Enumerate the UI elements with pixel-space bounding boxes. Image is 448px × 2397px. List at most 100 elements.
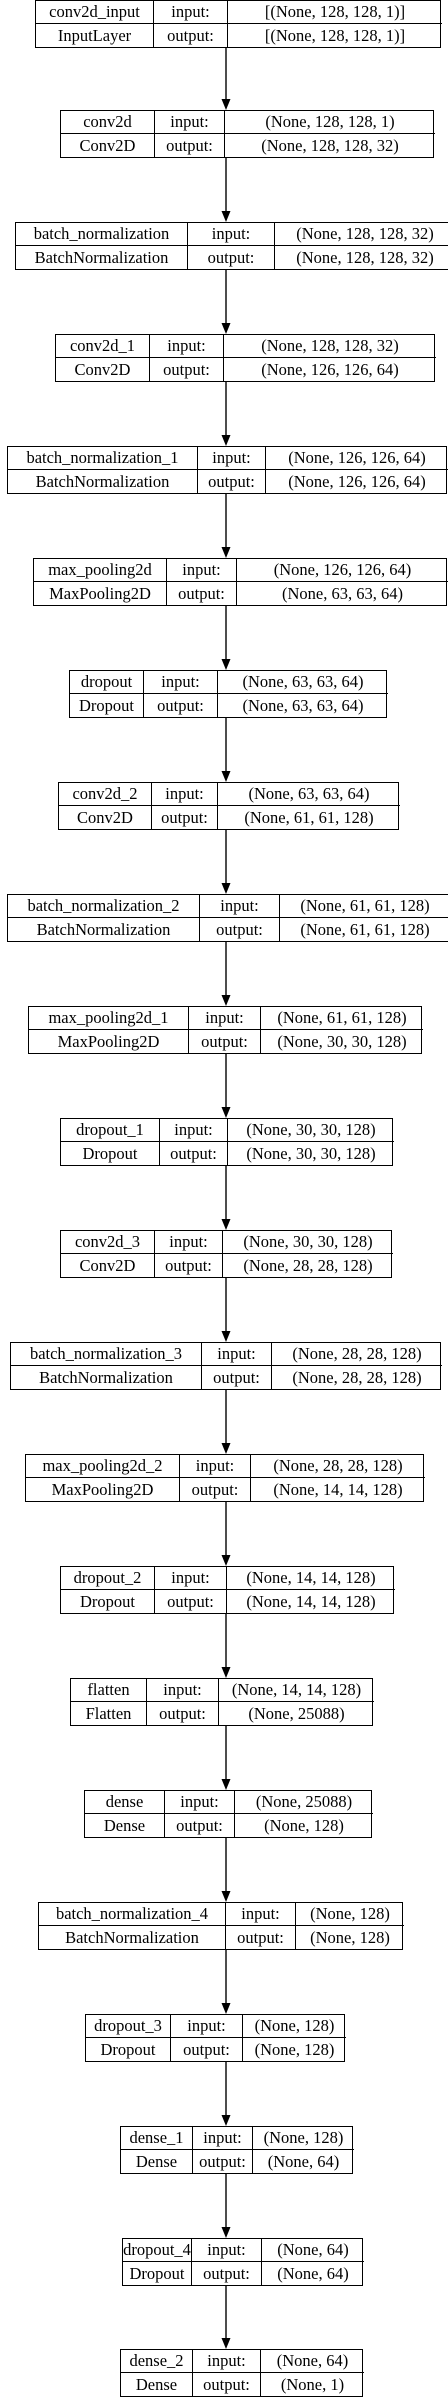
edge-arrowhead-13 — [221, 1555, 231, 1566]
layer-type: MaxPooling2D — [29, 1030, 189, 1053]
output-label: output: — [202, 1366, 272, 1389]
input-shape: (None, 128, 128, 32) — [224, 335, 436, 358]
input-label: input: — [155, 1231, 223, 1254]
output-shape: (None, 128) — [264, 1815, 344, 1835]
input-shape: (None, 128) — [253, 2127, 354, 2150]
layer-name: dropout_4 — [123, 2239, 192, 2262]
layer-name: batch_normalization — [16, 223, 188, 246]
output-shape: (None, 63, 63, 64) — [242, 695, 364, 715]
layer-type: Dense — [85, 1814, 165, 1837]
output-label: output: — [167, 582, 237, 605]
edge-arrowhead-5 — [221, 659, 231, 670]
output-shape: (None, 128) — [310, 1927, 390, 1947]
input-shape: (None, 128) — [296, 1903, 404, 1926]
input-shape: (None, 61, 61, 128) — [261, 1007, 423, 1030]
input-label: input: — [198, 447, 266, 470]
edge-arrowhead-0 — [221, 99, 231, 110]
input-shape: (None, 25088) — [235, 1791, 373, 1814]
output-shape: (None, 14, 14, 128) — [246, 1591, 376, 1611]
layer-name: batch_normalization_1 — [8, 447, 198, 470]
output-shape: (None, 64) — [267, 2151, 340, 2171]
layer-type: Flatten — [71, 1702, 147, 1725]
layer-type: Conv2D — [61, 1254, 155, 1277]
input-label: input: — [147, 1679, 219, 1702]
layer-type: Dropout — [86, 2038, 171, 2061]
layer-type: Dropout — [61, 1142, 160, 1165]
input-label: input: — [160, 1119, 228, 1142]
layer-type: MaxPooling2D — [34, 582, 167, 605]
input-label: input: — [192, 2239, 262, 2262]
layer-name: conv2d_3 — [61, 1231, 155, 1254]
layer-type: Dense — [121, 2150, 193, 2173]
input-shape: (None, 64) — [262, 2239, 364, 2262]
output-shape: (None, 63, 63, 64) — [282, 583, 403, 603]
input-shape: (None, 30, 30, 128) — [228, 1119, 394, 1142]
input-shape: (None, 63, 63, 64) — [218, 783, 400, 806]
layer-name: batch_normalization_2 — [8, 895, 200, 918]
layer-name: flatten — [71, 1679, 147, 1702]
edge-arrowhead-10 — [221, 1219, 231, 1230]
input-shape: (None, 126, 126, 64) — [266, 447, 448, 470]
edge-arrowhead-6 — [221, 771, 231, 782]
edge-arrowhead-19 — [221, 2227, 231, 2238]
input-label: input: — [193, 2127, 253, 2150]
input-shape: (None, 126, 126, 64) — [237, 559, 448, 582]
input-shape: (None, 30, 30, 128) — [223, 1231, 393, 1254]
input-shape: (None, 128, 128, 32) — [275, 223, 448, 246]
input-label: input: — [193, 2350, 261, 2373]
output-label: output: — [193, 2373, 261, 2396]
output-label: output: — [171, 2038, 243, 2061]
output-label: output: — [144, 694, 218, 717]
input-shape: (None, 14, 14, 128) — [219, 1679, 374, 1702]
edge-arrowhead-7 — [221, 883, 231, 894]
layer-name: dropout_2 — [61, 1567, 155, 1590]
output-shape: (None, 28, 28, 128) — [292, 1367, 422, 1387]
edge-arrowhead-18 — [221, 2115, 231, 2126]
layer-name: dropout — [70, 671, 144, 694]
output-label: output: — [193, 2150, 253, 2173]
output-shape: (None, 128, 128, 32) — [296, 247, 434, 267]
input-label: input: — [155, 1567, 227, 1590]
layer-name: dropout_3 — [86, 2015, 171, 2038]
input-label: input: — [165, 1791, 235, 1814]
edge-arrowhead-9 — [221, 1107, 231, 1118]
layer-type: BatchNormalization — [16, 246, 188, 269]
edge-arrowhead-12 — [221, 1443, 231, 1454]
input-label: input: — [152, 783, 218, 806]
output-label: output: — [160, 1142, 228, 1165]
layer-name: conv2d_1 — [56, 335, 150, 358]
layer-type: Conv2D — [61, 134, 155, 157]
input-label: input: — [226, 1903, 296, 1926]
output-shape: (None, 30, 30, 128) — [246, 1143, 376, 1163]
input-label: input: — [180, 1455, 251, 1478]
layer-name: dense_1 — [121, 2127, 193, 2150]
edge-arrowhead-1 — [221, 211, 231, 222]
layer-type: BatchNormalization — [39, 1926, 226, 1949]
input-shape: (None, 128, 128, 1) — [225, 111, 435, 134]
layer-name: dropout_1 — [61, 1119, 160, 1142]
output-shape: (None, 128) — [254, 2039, 335, 2059]
edge-arrowhead-16 — [221, 1891, 231, 1902]
output-shape: (None, 14, 14, 128) — [273, 1479, 403, 1499]
layer-type: Dropout — [123, 2262, 192, 2285]
input-shape: (None, 128) — [243, 2015, 346, 2038]
output-shape: (None, 28, 28, 128) — [243, 1255, 373, 1275]
output-shape: (None, 1) — [280, 2374, 345, 2394]
input-label: input: — [171, 2015, 243, 2038]
output-shape: (None, 126, 126, 64) — [261, 359, 399, 379]
output-label: output: — [150, 358, 224, 381]
input-label: input: — [154, 1, 228, 24]
output-shape: (None, 61, 61, 128) — [300, 919, 430, 939]
edge-arrowhead-17 — [221, 2003, 231, 2014]
